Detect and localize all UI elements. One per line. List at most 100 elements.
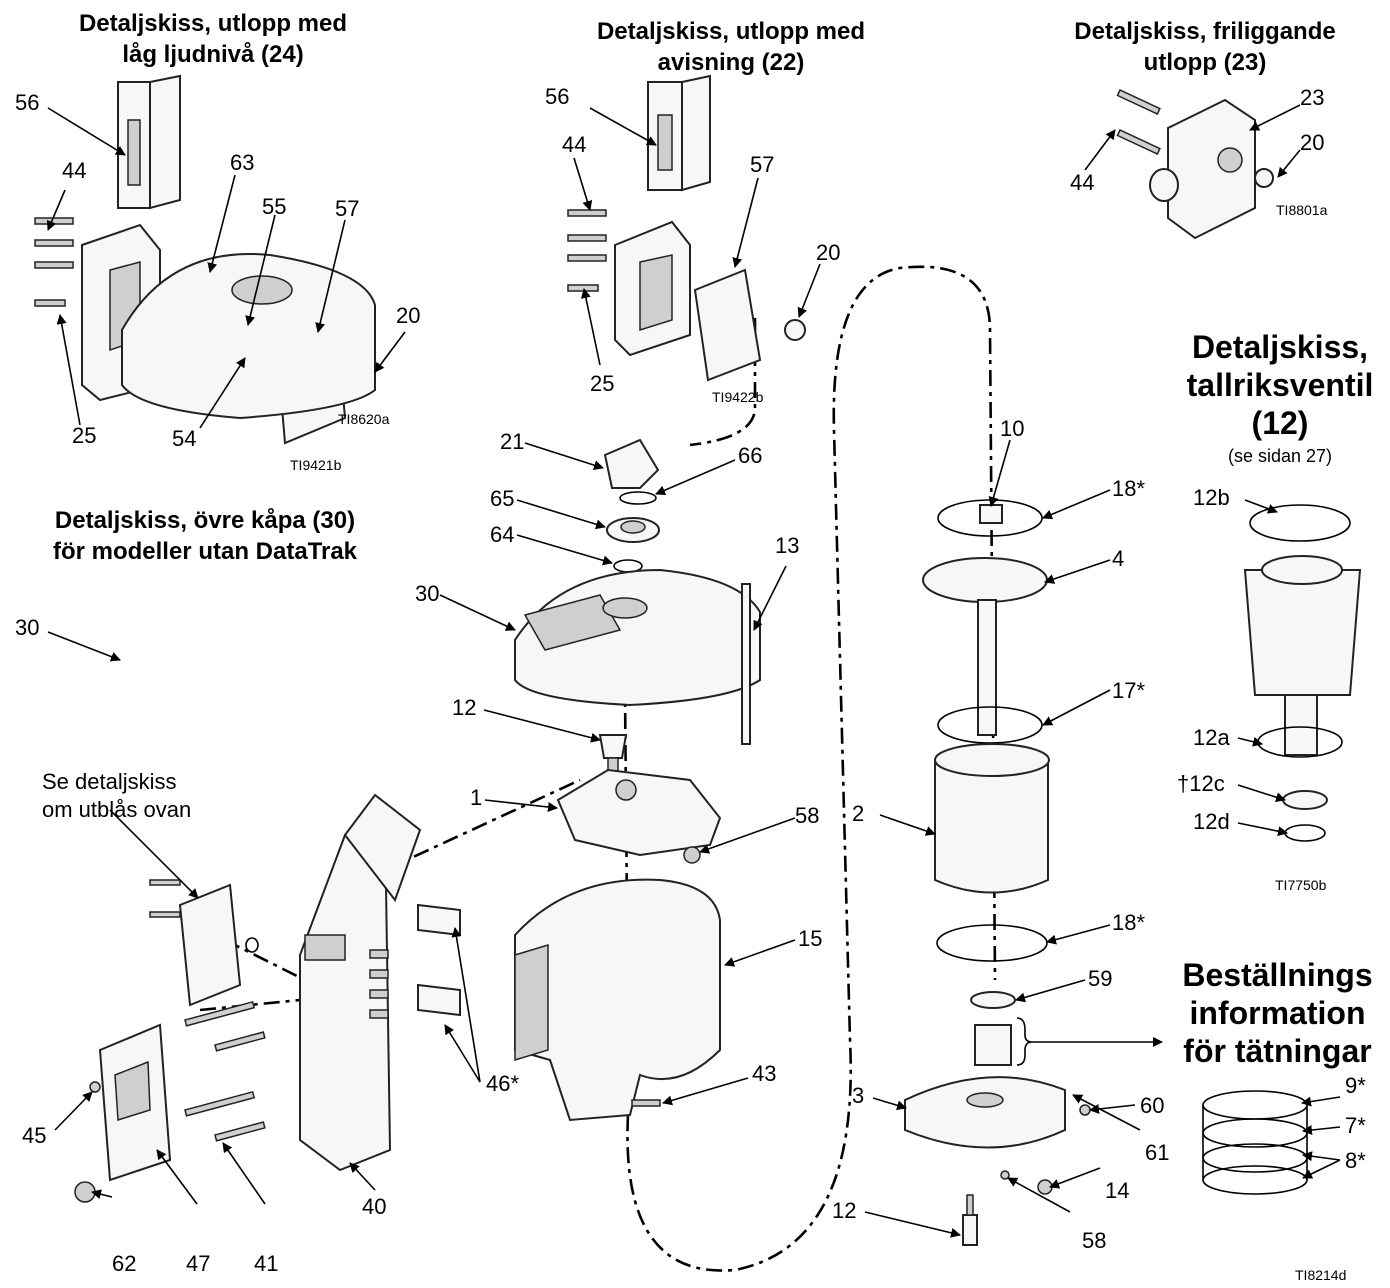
screw-45: [89, 1081, 101, 1093]
callout-57-deicing: 57: [750, 152, 775, 177]
bolts-41: [184, 1000, 266, 1142]
nut-10: [979, 504, 1003, 524]
callout-12-bottom: 12: [832, 1198, 857, 1223]
valve-12-bottom: [962, 1194, 978, 1246]
oring-66: [619, 491, 657, 505]
figure-id-low-noise: TI9421b: [290, 457, 342, 473]
main-dashed-loop: [626, 265, 997, 1272]
heading-free-outlet: Detaljskiss, friliggande utlopp (23): [1074, 18, 1336, 76]
callout-18-bottom: 18*: [1112, 910, 1146, 935]
figure-id-main: TI8214d: [1295, 1267, 1347, 1283]
callout-58-bottom: 58: [1082, 1228, 1107, 1253]
part-14: [1037, 1179, 1053, 1195]
callout-43: 43: [752, 1061, 777, 1086]
callout-14: 14: [1105, 1178, 1130, 1203]
callout-18-top: 18*: [1112, 476, 1146, 501]
poppet-page-note: (se sidan 27): [1227, 446, 1333, 466]
callout-62: 62: [112, 1251, 137, 1276]
cover-30: [514, 568, 761, 707]
spring-stack: [974, 1024, 1012, 1066]
callout-3: 3: [852, 1083, 865, 1108]
callout-57: 57: [335, 196, 360, 221]
callout-seal-7: 7*: [1345, 1113, 1366, 1138]
manifold-dashed-line: [384, 778, 581, 872]
callout-61: 61: [1145, 1140, 1170, 1165]
manifold-1: [556, 768, 722, 857]
callout-60: 60: [1140, 1093, 1165, 1118]
callout-12b: 12b: [1193, 485, 1230, 510]
part-58-bottom: [1000, 1170, 1010, 1180]
callout-12c: †12c: [1177, 771, 1225, 796]
callout-21: 21: [500, 429, 525, 454]
oring-18-bottom: [936, 924, 1048, 962]
callout-20-deicing: 20: [816, 240, 841, 265]
valve-12-top: [598, 734, 628, 777]
callout-41: 41: [254, 1251, 279, 1276]
callout-64: 64: [490, 522, 515, 547]
callout-66: 66: [738, 443, 763, 468]
oring-17: [937, 706, 1043, 744]
front-cover-47: [98, 1023, 172, 1182]
side-exhaust-module: [149, 879, 259, 1007]
deicing-exhaust-assembly: [567, 74, 806, 382]
callout-2: 2: [852, 801, 865, 826]
callout-40: 40: [362, 1194, 387, 1219]
figure-id-deicing: TI9422b: [712, 389, 764, 405]
poppet-valve-detail: [1243, 504, 1362, 842]
callout-13: 13: [775, 533, 800, 558]
figure-id-upper-cover: TI8620a: [338, 411, 390, 427]
seal-kit-drawing: [1202, 1090, 1308, 1195]
heading-poppet-valve: Detaljskiss, tallriksventil (12): [1186, 329, 1374, 441]
control-unit-40: [299, 793, 422, 1172]
upper-cover-detail: [121, 253, 376, 420]
callout-17: 17*: [1112, 678, 1146, 703]
callout-30-detail: 30: [15, 615, 40, 640]
cap-21: [603, 438, 660, 489]
callout-44-free: 44: [1070, 170, 1095, 195]
brackets-46: [417, 903, 461, 1017]
callout-25-deicing: 25: [590, 371, 615, 396]
callout-20: 20: [396, 303, 421, 328]
callout-20-free: 20: [1300, 130, 1325, 155]
callout-25: 25: [72, 423, 97, 448]
callout-10: 10: [1000, 416, 1025, 441]
callout-44: 44: [62, 158, 87, 183]
callout-seal-8: 8*: [1345, 1148, 1366, 1173]
callout-56: 56: [15, 90, 40, 115]
piston-4: [922, 557, 1048, 736]
leader-lines: [46, 104, 1341, 1238]
callout-12d: 12d: [1193, 809, 1230, 834]
rod-13: [741, 583, 751, 745]
callout-seal-9: 9*: [1345, 1073, 1366, 1098]
callout-1: 1: [470, 785, 483, 810]
callout-54: 54: [172, 426, 197, 451]
callout-23: 23: [1300, 85, 1325, 110]
heading-seal-order: Beställnings information för tätningar: [1182, 957, 1373, 1069]
free-outlet-assembly: [1116, 89, 1274, 240]
heading-upper-cover: Detaljskiss, övre kåpa (30) för modeller…: [52, 507, 358, 565]
washer-59: [970, 991, 1016, 1009]
exhaust-dashed-line: [224, 938, 306, 982]
callout-56-deicing: 56: [545, 84, 570, 109]
callout-12a: 12a: [1193, 725, 1230, 750]
seal-bracket: [1016, 1017, 1033, 1066]
heading-low-noise: Detaljskiss, utlopp med låg ljudnivå (24…: [78, 10, 348, 68]
part-60: [1079, 1104, 1091, 1116]
callout-12-top: 12: [452, 695, 477, 720]
callout-59: 59: [1088, 966, 1113, 991]
callout-15: 15: [798, 926, 823, 951]
bolt-43: [631, 1099, 661, 1107]
callout-55: 55: [262, 194, 287, 219]
callout-65: 65: [490, 486, 515, 511]
figure-id-free-outlet: TI8801a: [1276, 202, 1328, 218]
exhaust-note: Se detaljskiss om utblås ovan: [42, 769, 192, 822]
nut-65: [606, 517, 660, 543]
sensor-dashed-line: [689, 318, 757, 447]
callout-46: 46*: [486, 1071, 520, 1096]
callout-30: 30: [415, 581, 440, 606]
callout-44-deicing: 44: [562, 132, 587, 157]
base-3: [904, 1076, 1066, 1149]
housing-15: [514, 878, 721, 1122]
figure-id-poppet: TI7750b: [1275, 877, 1327, 893]
